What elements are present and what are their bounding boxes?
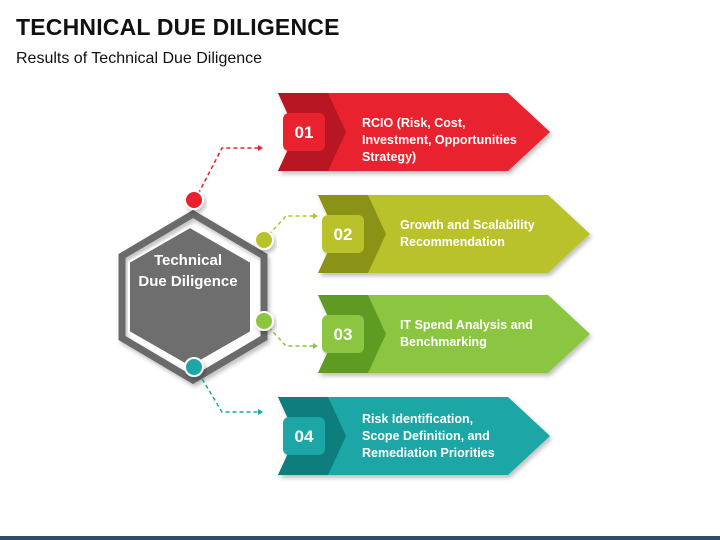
connector-01 bbox=[194, 147, 258, 201]
connector-02 bbox=[263, 215, 313, 241]
step-04 bbox=[278, 397, 550, 475]
badge-box-01 bbox=[283, 113, 325, 151]
page-title: TECHNICAL DUE DILIGENCE bbox=[16, 14, 340, 40]
badge-box-02 bbox=[322, 215, 364, 253]
step-text-04: Risk Identification, Scope Definition, a… bbox=[362, 412, 495, 460]
connector-02-arrowhead bbox=[313, 213, 318, 219]
step-text-02: Growth and Scalability Recommendation bbox=[400, 218, 535, 249]
banner-02 bbox=[318, 195, 590, 273]
connector-04-arrowhead bbox=[258, 409, 263, 415]
dot-02 bbox=[254, 230, 274, 250]
dot-01 bbox=[184, 190, 204, 210]
banner-03 bbox=[318, 295, 590, 373]
connector-03-arrowhead bbox=[313, 343, 318, 349]
dot-03 bbox=[254, 311, 274, 331]
step-number-03: 03 bbox=[334, 325, 353, 344]
center-label: Technical Due Diligence bbox=[138, 252, 238, 290]
banner-04 bbox=[278, 397, 550, 475]
connector-03 bbox=[263, 321, 313, 347]
badge-box-03 bbox=[322, 315, 364, 353]
step-number-01: 01 bbox=[295, 123, 314, 142]
hexagon-outer-frame bbox=[118, 209, 268, 385]
step-number-02: 02 bbox=[334, 225, 353, 244]
step-02 bbox=[318, 195, 590, 273]
step-number-04: 04 bbox=[295, 427, 314, 446]
step-text-03: IT Spend Analysis and Benchmarking bbox=[400, 318, 533, 349]
banner-01 bbox=[278, 93, 550, 171]
hexagon-center bbox=[128, 225, 252, 369]
connector-04 bbox=[194, 366, 258, 413]
connector-01-arrowhead bbox=[258, 145, 263, 151]
step-text-01: RCIO (Risk, Cost, Investment, Opportunit… bbox=[362, 116, 517, 164]
badge-box-04 bbox=[283, 417, 325, 455]
page-subtitle: Results of Technical Due Diligence bbox=[16, 50, 263, 67]
step-01 bbox=[278, 93, 550, 171]
bottom-bar bbox=[0, 536, 720, 540]
dot-04 bbox=[184, 357, 204, 377]
step-03 bbox=[318, 295, 590, 373]
